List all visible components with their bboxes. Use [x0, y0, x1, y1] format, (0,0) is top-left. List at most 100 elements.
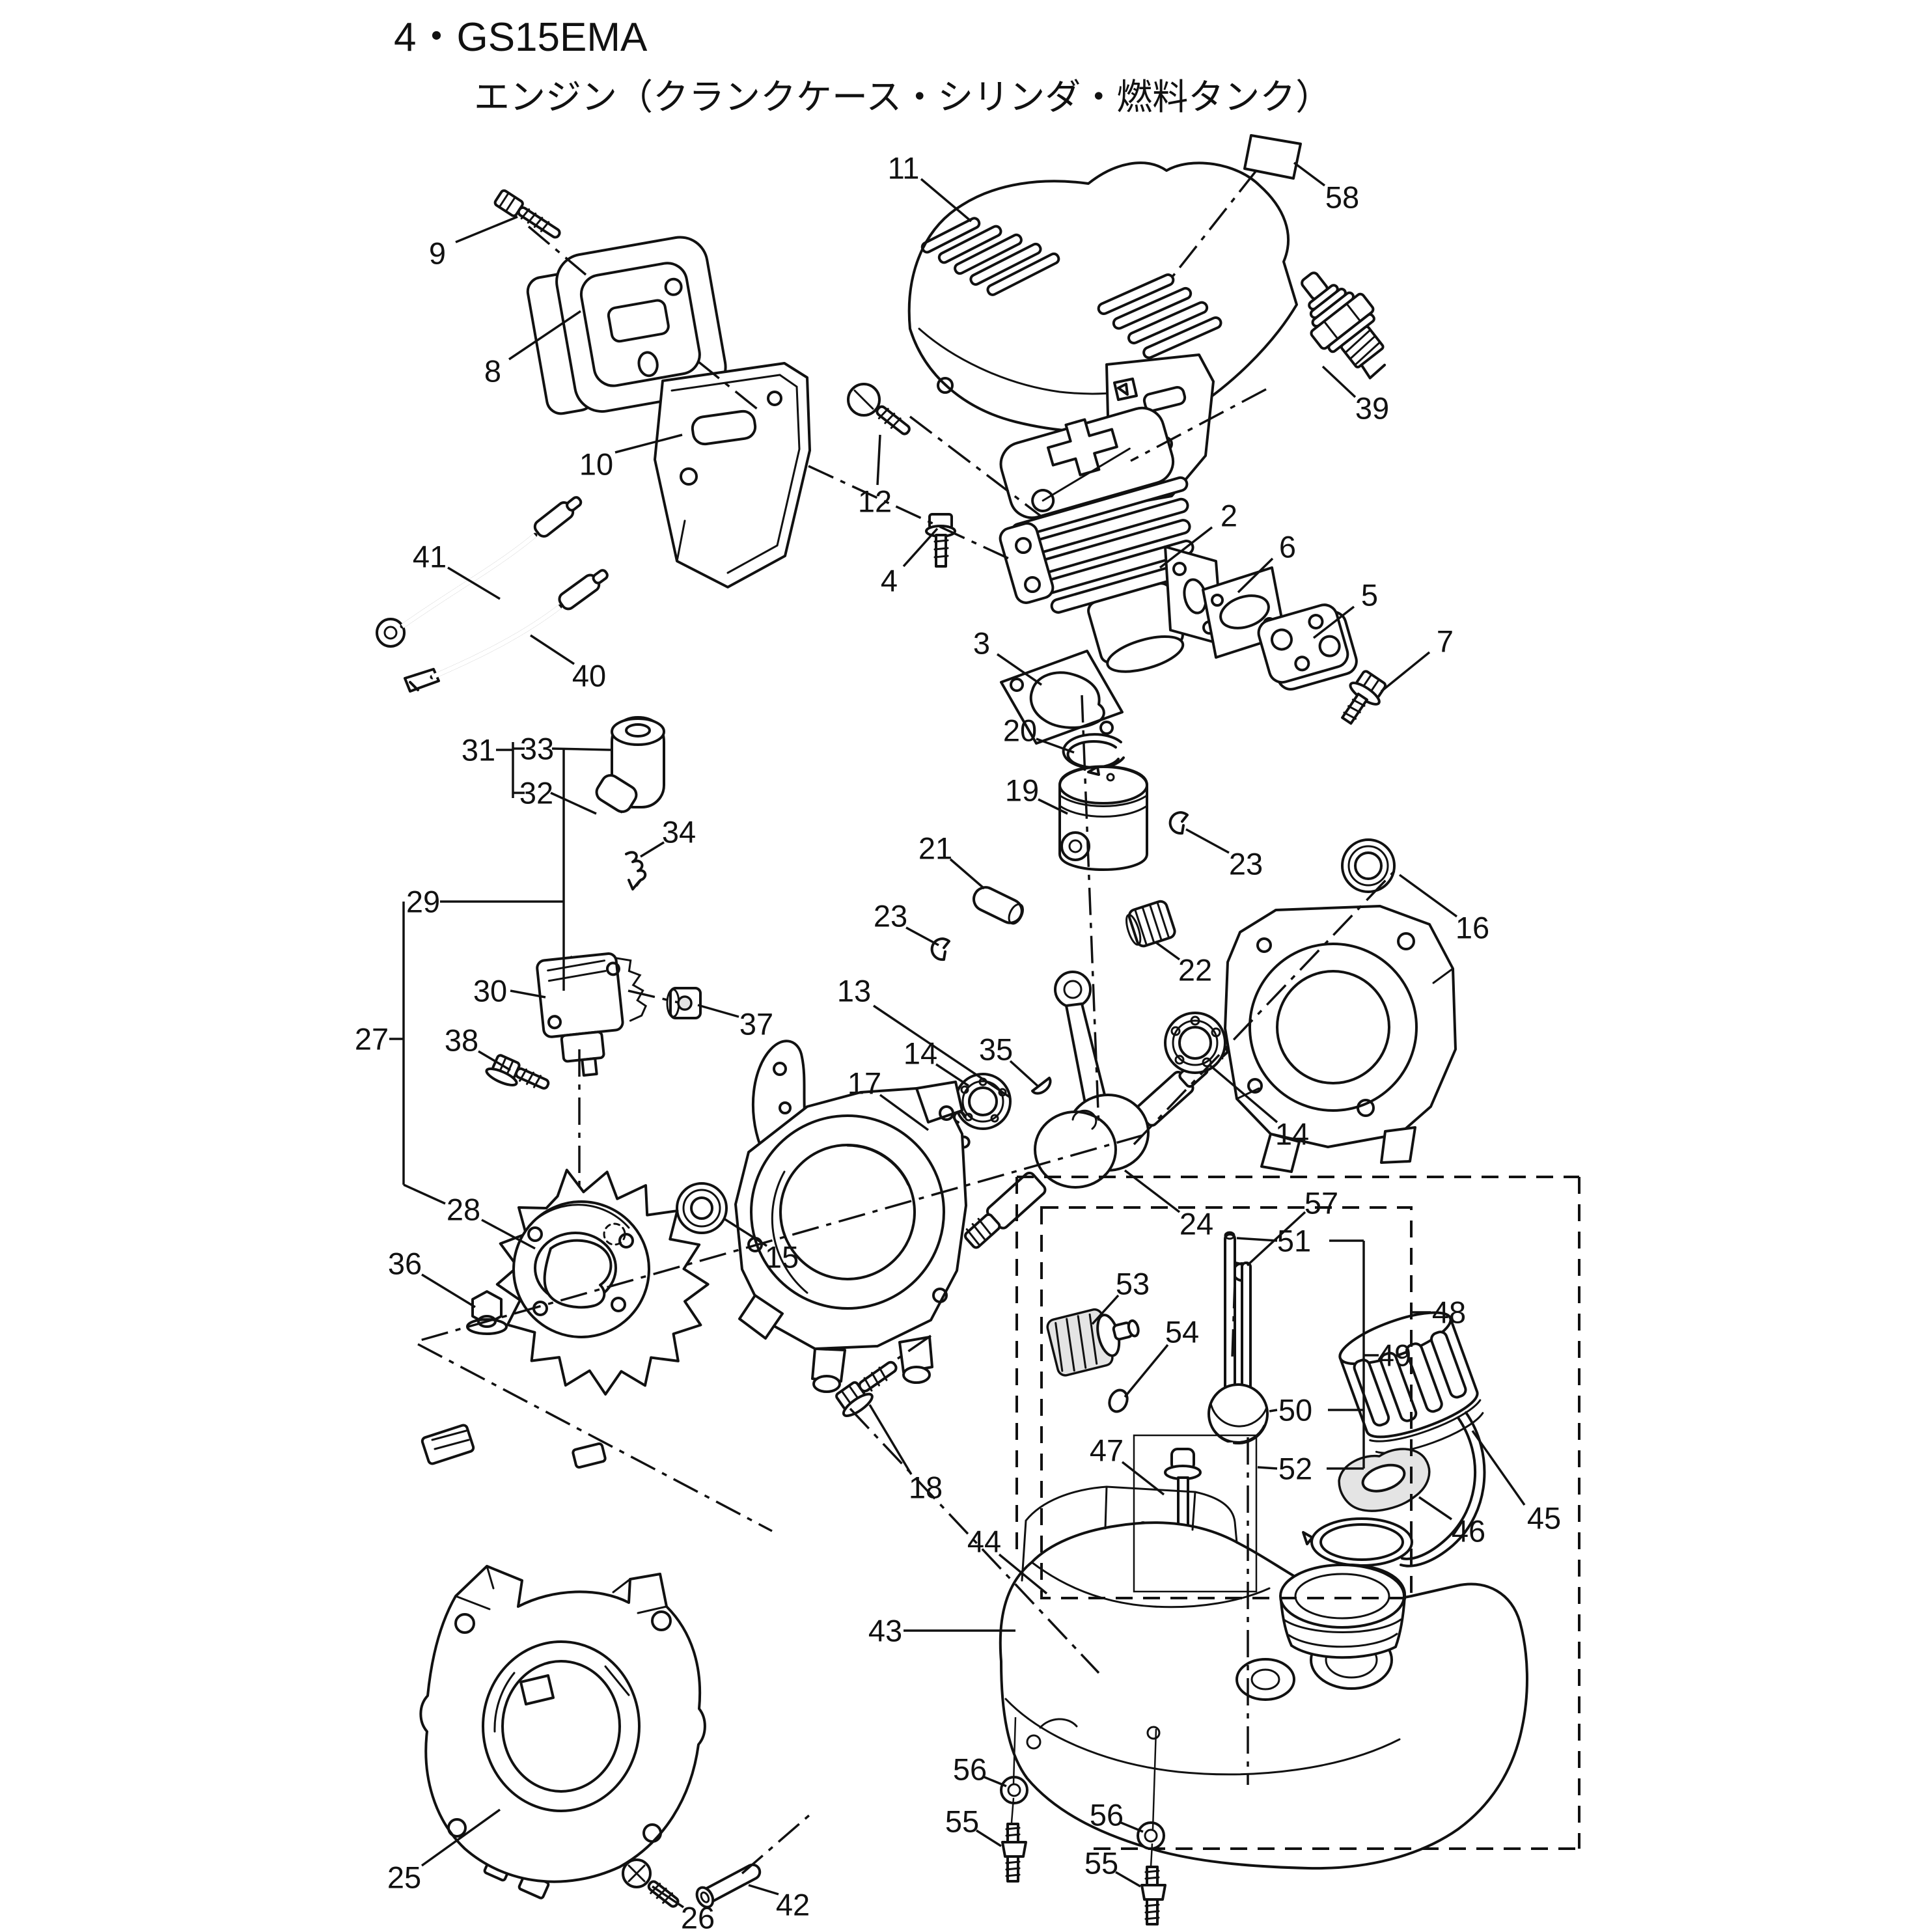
assembly-axis-line — [697, 360, 762, 413]
assembly-axis-line — [417, 1134, 1144, 1342]
callout-leader-46 — [1418, 1496, 1452, 1521]
callout-leader-57 — [1246, 1211, 1306, 1267]
callout-37: 37 — [739, 1007, 773, 1042]
callout-leader-22 — [1155, 941, 1181, 961]
callout-leader-19 — [1038, 798, 1068, 815]
callout-leader-21 — [949, 858, 986, 890]
callout-leader-7 — [1380, 651, 1431, 693]
page-subtitle: エンジン（クランクケース・シリンダ・燃料タンク） — [474, 77, 1331, 117]
callout-leader-34 — [640, 841, 665, 858]
callout-leader-39 — [1321, 365, 1357, 398]
spark-plug-drawing — [1301, 271, 1387, 380]
callout-leader-12 — [876, 434, 881, 486]
callout-42: 42 — [776, 1888, 810, 1922]
callout-18: 18 — [909, 1470, 943, 1505]
callout-41: 41 — [413, 540, 447, 574]
assembly-axis-line — [417, 1343, 773, 1532]
callout-48: 48 — [1432, 1295, 1466, 1330]
callout-19: 19 — [1005, 773, 1039, 808]
callout-leader-42 — [748, 1884, 779, 1896]
callout-39: 39 — [1355, 391, 1389, 426]
callout-leader-3 — [997, 653, 1042, 686]
insulator-bolt-drawing — [1341, 670, 1387, 725]
muffler-bolt-drawing — [493, 189, 561, 239]
callout-leader-2 — [1159, 526, 1213, 569]
crankcase-cover-drawing — [419, 1565, 706, 1883]
assembly-axis-line — [1081, 695, 1100, 1128]
assembly-axis-line — [849, 1407, 1100, 1674]
callout-14: 14 — [904, 1036, 937, 1071]
callout-leader-58 — [1293, 161, 1326, 187]
coil-mount-bushing-drawing — [666, 987, 702, 1019]
fuel-pickup-drawing — [1046, 1231, 1269, 1541]
callout-36: 36 — [388, 1247, 422, 1281]
callout-40: 40 — [572, 659, 606, 693]
callout-8: 8 — [484, 354, 501, 389]
cylinder-drawing — [999, 406, 1224, 673]
callout-leader-56 — [984, 1776, 1007, 1787]
callout-13: 13 — [837, 974, 871, 1008]
flywheel-nut-drawing — [466, 1290, 508, 1335]
cover-screw-drawing — [847, 383, 911, 435]
callout-3: 3 — [973, 626, 990, 661]
callout-leader-16 — [1398, 874, 1458, 918]
drop-line — [1152, 1728, 1157, 1830]
stop-switch-wires-drawing — [376, 496, 609, 693]
muffler-drawing — [526, 236, 727, 415]
callout-22: 22 — [1178, 953, 1212, 987]
drop-line — [1012, 1717, 1017, 1784]
assembly-axis-line — [1133, 866, 1400, 1146]
coil-bolt-drawing — [485, 1054, 550, 1090]
callout-38: 38 — [445, 1023, 478, 1058]
callout-21: 21 — [918, 831, 952, 866]
callout-45: 45 — [1527, 1501, 1561, 1536]
callout-leader-28 — [481, 1219, 536, 1250]
assembly-axis-line — [1130, 388, 1267, 462]
callout-leader-55 — [1115, 1871, 1141, 1888]
needle-bearing-drawing — [1125, 900, 1176, 948]
callout-leader-56 — [1120, 1821, 1144, 1833]
callout-43: 43 — [868, 1614, 902, 1648]
callout-leader-15 — [723, 1217, 767, 1247]
callout-leader-36 — [421, 1273, 476, 1308]
cap-retainer-ring-drawing — [1302, 1517, 1413, 1567]
assembly-axis-line — [892, 1334, 932, 1363]
bracket-line — [1269, 1409, 1278, 1413]
main-bearing-right-drawing — [1164, 1012, 1226, 1074]
callout-4: 4 — [881, 564, 898, 598]
callout-leader-44 — [998, 1553, 1048, 1595]
callout-26: 26 — [681, 1901, 715, 1932]
piston-drawing — [1058, 765, 1148, 871]
callout-27: 27 — [355, 1022, 389, 1056]
bracket-line — [550, 792, 597, 815]
insulator-drawing — [1257, 603, 1358, 691]
callout-leader-45 — [1471, 1429, 1526, 1506]
callout-33: 33 — [520, 732, 554, 766]
callout-55: 55 — [945, 1804, 979, 1839]
callout-leader-54 — [1124, 1344, 1169, 1398]
callout-leader-10 — [614, 434, 683, 454]
piston-pin-clip-drawing — [1168, 811, 1189, 835]
crankcase-bolt-drawing — [835, 1360, 898, 1417]
filler-neck-drawing — [1279, 1563, 1407, 1659]
tank-screw-drawing — [1001, 1823, 1166, 1925]
callout-24: 24 — [1180, 1207, 1213, 1241]
callout-leader-23 — [1185, 828, 1230, 854]
callout-12: 12 — [858, 484, 892, 519]
callout-54: 54 — [1165, 1315, 1199, 1349]
assembly-axis-line — [808, 465, 1012, 561]
callout-leader-8 — [508, 310, 581, 361]
callout-31: 31 — [462, 733, 495, 767]
callout-leader-35 — [1009, 1060, 1040, 1088]
drop-line — [1010, 1797, 1015, 1823]
callout-50: 50 — [1278, 1393, 1312, 1428]
callout-23: 23 — [874, 899, 907, 933]
callout-23: 23 — [1229, 847, 1263, 881]
callout-55: 55 — [1084, 1846, 1118, 1881]
assembly-axis-line — [1231, 1280, 1236, 1359]
assembly-axis-line — [741, 1814, 811, 1875]
flywheel-drawing — [495, 1168, 710, 1396]
callout-47: 47 — [1090, 1433, 1124, 1468]
callout-leader-23 — [905, 926, 939, 946]
